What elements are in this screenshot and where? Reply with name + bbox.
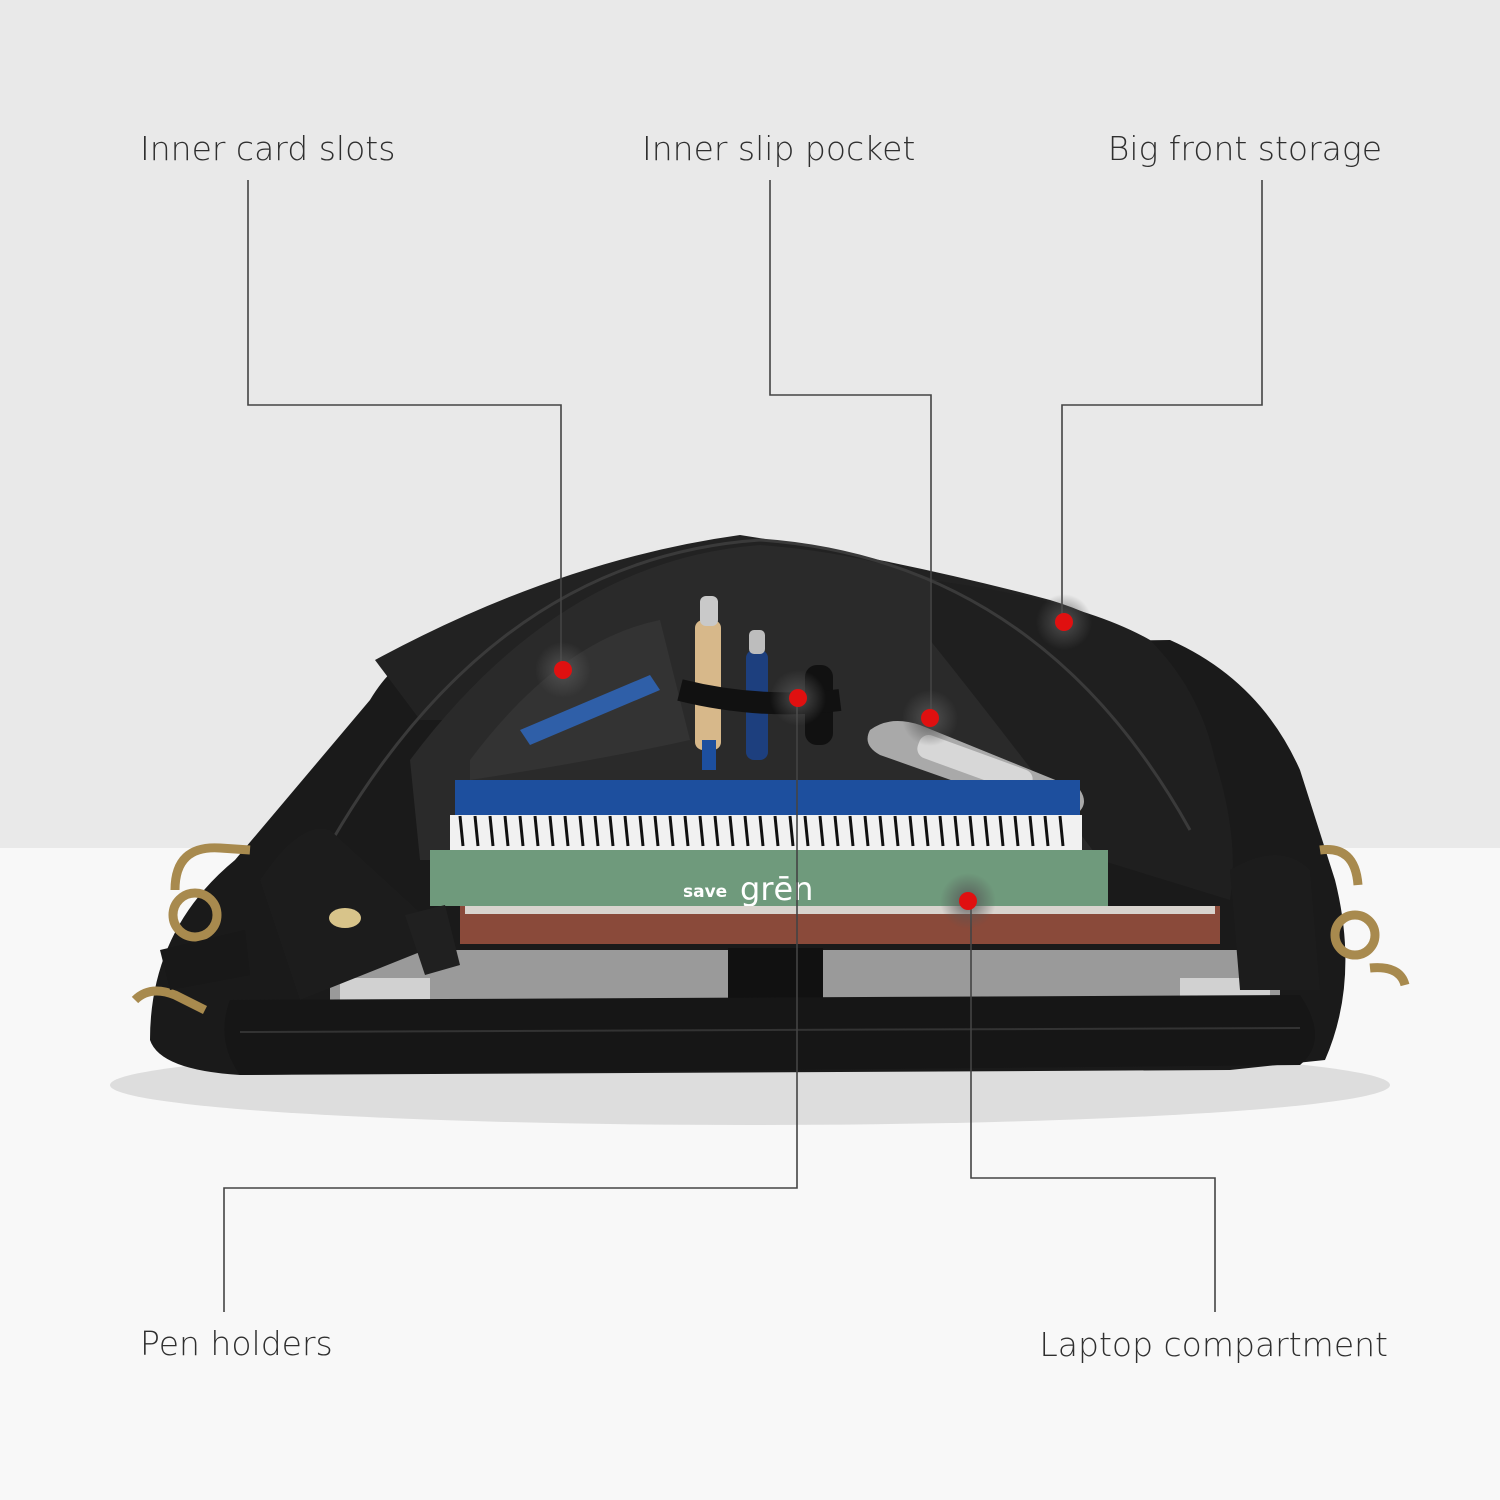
leader-big-front-storage [1061,180,1263,622]
leader-laptop-compartment [970,900,1216,1312]
spiral-coil [548,815,555,847]
zipper-track [298,538,1192,901]
notebook-brand-word2: grēn [740,870,813,908]
spiral-coil [803,815,810,847]
spiral-coil [893,815,900,847]
spiral-coil [503,815,510,847]
spiral-coil [758,815,765,847]
leather-tab [405,905,460,975]
spiral-coil [878,815,885,847]
leader-lines [223,180,1263,1312]
marker-big-front-storage [1036,594,1092,650]
leader-inner-slip-pocket [769,180,932,718]
spiral-coil [488,815,495,847]
spiral-coil [863,815,870,847]
label-big-front-storage: Big front storage [1107,129,1382,168]
notebook-brand-word1: save [683,882,727,902]
right-gusset [1230,855,1320,990]
spiral-coil [593,815,600,847]
spiral-coil [788,815,795,847]
card [520,675,660,745]
spiral-coil [923,815,930,847]
spiral-coil [983,815,990,847]
spiral-coil [473,815,480,847]
spiral-coil [638,815,645,847]
spiral-coil [908,815,915,847]
spiral-coil [1043,815,1050,847]
spiral-coil [563,815,570,847]
zipper-pull [329,908,361,928]
spiral-coil [743,815,750,847]
spiral-coil [458,815,465,847]
strap-hardware-right [1319,844,1410,987]
spiral-coil [578,815,585,847]
spiral-coil [833,815,840,847]
label-pen-holders: Pen holders [140,1324,333,1363]
spiral-coil [728,815,735,847]
spiral-coil [668,815,675,847]
spiral-coil [713,815,720,847]
spiral-coil [938,815,945,847]
spiral-coil [773,815,780,847]
marker-pen-holders [770,670,826,726]
spiral-coil [608,815,615,847]
callout-markers [535,594,1092,929]
strap-hardware-left [131,843,251,1015]
spiral-coil [1028,815,1035,847]
shoulder-strap-stub-left [160,930,250,990]
spiral-coil [533,815,540,847]
spiral-coil [653,815,660,847]
spiral-coil [518,815,525,847]
marker-inner-card-slots [535,642,591,698]
notebook-blue [450,780,1082,850]
leader-inner-card-slots [247,180,562,668]
spiral-coil [623,815,630,847]
label-laptop-compartment: Laptop compartment [1039,1325,1388,1364]
label-inner-card-slots: Inner card slots [140,129,396,168]
leader-pen-holders [223,698,798,1312]
spiral-coil [1058,815,1065,847]
spiral-coil [998,815,1005,847]
front-storage-flap [930,580,1233,900]
marker-inner-slip-pocket [902,690,958,746]
spiral-coil [1013,815,1020,847]
spiral-coil [848,815,855,847]
messenger-bag: save grēn [131,535,1410,1075]
notebook-green: save grēn [430,850,1108,908]
spiral-coil [953,815,960,847]
marker-laptop-compartment [940,873,996,929]
label-inner-slip-pocket: Inner slip pocket [642,129,916,168]
spiral-coil [683,815,690,847]
laptop-compartment-front [224,995,1315,1075]
spiral-coil [818,815,825,847]
spiral-coil [698,815,705,847]
inner-card-slot-area [470,620,690,780]
spiral-coil [968,815,975,847]
